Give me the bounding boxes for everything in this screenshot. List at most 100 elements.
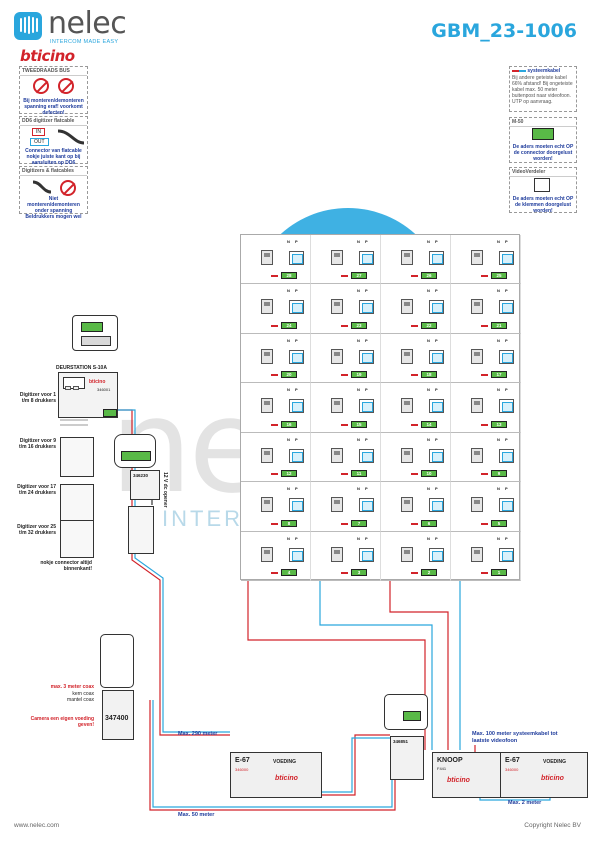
bus-arrow-icon [271, 473, 278, 476]
p-label: P [505, 288, 508, 294]
videophone-monitor[interactable] [289, 448, 304, 463]
videophone-monitor[interactable] [289, 349, 304, 364]
camera-zoom [100, 634, 134, 688]
info-box-text: De aders moeten echt OP de klemmen doorg… [512, 196, 574, 214]
n-label: N [357, 436, 360, 442]
videophone-monitor[interactable] [499, 448, 514, 463]
videophone-monitor[interactable] [499, 498, 514, 513]
apartment-number: 18 [421, 371, 437, 379]
info-box-text: Bij monteren/demonteren spanning eraf! v… [23, 98, 84, 116]
videophone-monitor[interactable] [359, 498, 374, 513]
knoop-brand: bticino [447, 777, 470, 784]
p-label: P [435, 387, 438, 393]
videophone-monitor[interactable] [499, 251, 514, 265]
knoop-module[interactable]: KNOOP F441 bticino [432, 752, 502, 798]
apartment-number: 12 [281, 470, 297, 478]
power-supply-e67-right[interactable]: E-67 VOEDING 346000 bticino [500, 752, 588, 798]
info-box-title: DD6 digitizer flatcable [20, 117, 87, 126]
videophone-monitor[interactable] [359, 547, 374, 562]
camera-module[interactable]: 347400 [102, 690, 134, 740]
keypad-buttons [81, 336, 111, 346]
videophone-monitor[interactable] [289, 251, 304, 265]
videophone-monitor[interactable] [359, 448, 374, 463]
digitizer-3[interactable] [60, 520, 94, 558]
power-supply-e67-left[interactable]: E-67 VOEDING 346000 bticino [230, 752, 322, 798]
module-346230[interactable]: 346230 [130, 470, 160, 500]
n-label: N [357, 486, 360, 492]
videophone-monitor[interactable] [499, 399, 514, 414]
opener-label: 12 V dc opener [162, 472, 168, 508]
videophone-monitor[interactable] [289, 498, 304, 513]
handset-icon [471, 348, 483, 364]
distance-100: Max. 100 meter systeemkabel tot laatste … [472, 731, 558, 744]
handset-icon [471, 546, 483, 562]
handset-icon [401, 250, 413, 265]
apartment-number: 19 [351, 371, 367, 379]
videophone-monitor[interactable] [429, 498, 444, 513]
n-label: N [427, 436, 430, 442]
videophone-monitor[interactable] [499, 547, 514, 562]
videophone-monitor[interactable] [359, 251, 374, 265]
handset-icon [261, 398, 273, 414]
door-terminal [103, 409, 117, 417]
module-346851[interactable]: 346851 [390, 736, 424, 780]
n-label: N [357, 239, 360, 244]
handset-icon [331, 447, 343, 463]
bus-arrow-icon [271, 374, 278, 377]
handset-icon [331, 299, 343, 315]
videophone-monitor[interactable] [499, 349, 514, 364]
apartment-number: 17 [491, 371, 507, 379]
apartment-number: 16 [281, 420, 297, 428]
apartment-number: 5 [491, 519, 507, 527]
videophone-monitor[interactable] [359, 349, 374, 364]
bus-arrow-icon [271, 324, 278, 327]
n-label: N [287, 288, 290, 294]
videophone-monitor[interactable] [429, 547, 444, 562]
logo-name: nelec [48, 6, 127, 41]
psu-code: 346000 [505, 767, 519, 772]
camera-note: Camera een eigen voeding geven! [30, 716, 94, 728]
videophone-monitor[interactable] [359, 300, 374, 315]
bus-arrow-icon [481, 275, 488, 278]
n-label: N [497, 387, 500, 393]
module-lower[interactable] [128, 506, 154, 554]
digitizer-1[interactable] [60, 437, 94, 477]
videophone-monitor[interactable] [429, 251, 444, 265]
videophone-monitor[interactable] [429, 300, 444, 315]
module-346851-model: 346851 [393, 739, 409, 744]
cable-icon [32, 180, 52, 194]
bus-arrow-icon [411, 423, 418, 426]
module-terminal [121, 451, 151, 461]
handset-icon [261, 546, 273, 562]
info-box-videoverdeler: VideoVerdeler De aders moeten echt OP de… [509, 167, 577, 214]
door-station-s10a[interactable]: bticino 346001 [58, 372, 118, 418]
p-label: P [365, 239, 368, 244]
bus-arrow-icon [411, 324, 418, 327]
videophone-monitor[interactable] [359, 399, 374, 414]
apartment-number: 24 [281, 321, 297, 329]
out-label: OUT [30, 138, 49, 146]
videophone-monitor[interactable] [429, 399, 444, 414]
videophone-monitor[interactable] [289, 547, 304, 562]
apartment-number: 10 [421, 470, 437, 478]
info-box-systeemkabel: systeemkabel Bij andere geteiste kabel 6… [509, 66, 577, 112]
videophone-monitor[interactable] [499, 300, 514, 315]
videophone-monitor[interactable] [429, 448, 444, 463]
digitizer-2[interactable] [60, 484, 94, 522]
kern-label: kern coax [72, 691, 94, 697]
videophone-monitor[interactable] [289, 300, 304, 315]
module-zoom [114, 434, 156, 468]
n-label: N [427, 337, 430, 343]
videophone-monitor[interactable] [429, 349, 444, 364]
n-label: N [357, 535, 360, 541]
videophone-monitor[interactable] [289, 399, 304, 414]
